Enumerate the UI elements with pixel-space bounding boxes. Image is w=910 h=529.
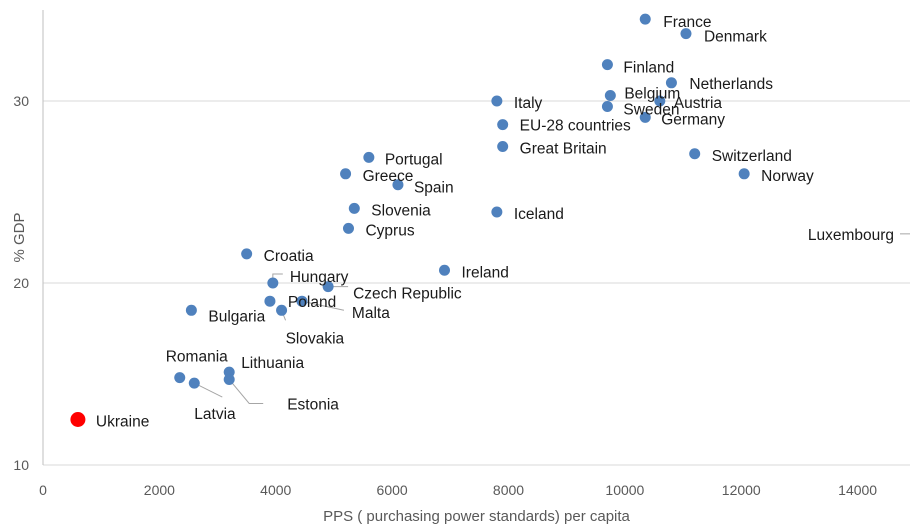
data-label-luxembourg: Luxembourg: [808, 227, 894, 244]
data-point-greece: [340, 168, 352, 180]
data-point-latvia: [188, 377, 200, 389]
data-point-ukraine: [70, 412, 86, 427]
data-label-austria: Austria: [674, 95, 723, 112]
data-point-italy: [491, 95, 503, 107]
data-label-great-britain: Great Britain: [520, 141, 607, 158]
data-point-great-britain: [497, 141, 509, 152]
gridlines: [43, 100, 910, 466]
data-label-slovakia: Slovakia: [286, 330, 345, 347]
x-tick-label: 2000: [144, 482, 175, 498]
data-point-denmark: [680, 28, 692, 40]
leader-line-malta: [301, 300, 345, 311]
data-label-estonia: Estonia: [287, 396, 339, 413]
data-label-switzerland: Switzerland: [712, 148, 792, 165]
data-label-italy: Italy: [514, 95, 543, 112]
data-label-eu-28-countries: EU-28 countries: [520, 118, 631, 135]
leader-line-estonia: [228, 379, 264, 404]
data-point-slovenia: [348, 202, 360, 214]
data-label-czech-republic: Czech Republic: [353, 286, 462, 303]
data-point-norway: [738, 168, 750, 180]
data-point-netherlands: [665, 77, 677, 89]
data-point-slovakia: [276, 304, 288, 316]
y-tick-label: 30: [13, 93, 29, 109]
data-labels: FranceDenmarkFinlandNetherlandsBelgiumAu…: [96, 14, 894, 430]
data-label-poland: Poland: [288, 294, 336, 311]
data-point-cyprus: [342, 222, 354, 234]
data-label-slovenia: Slovenia: [371, 202, 431, 219]
data-label-denmark: Denmark: [704, 29, 767, 46]
data-label-finland: Finland: [623, 60, 674, 77]
data-label-lithuania: Lithuania: [241, 355, 304, 372]
axes: 10 20 30 0 2000 4000 6000 8000 10000 12000 14000: [13, 10, 877, 498]
data-label-ireland: Ireland: [461, 264, 508, 281]
data-label-sweden: Sweden: [623, 101, 679, 118]
x-tick-label: 12000: [722, 482, 761, 498]
data-label-bulgaria: Bulgaria: [208, 308, 265, 325]
x-tick-label: 8000: [493, 482, 524, 498]
data-point-portugal: [363, 151, 375, 163]
y-tick-label: 10: [13, 457, 29, 473]
data-label-latvia: Latvia: [194, 406, 236, 423]
data-point-spain: [392, 179, 404, 191]
data-point-germany: [639, 111, 651, 123]
data-label-belgium: Belgium: [624, 86, 680, 103]
data-point-eu-28-countries: [497, 119, 509, 131]
data-point-ireland: [438, 264, 450, 276]
x-tick-label: 10000: [605, 482, 644, 498]
y-axis-title: % GDP: [11, 212, 28, 262]
data-label-france: France: [663, 14, 711, 31]
x-tick-label: 4000: [260, 482, 291, 498]
data-point-austria: [654, 95, 666, 107]
data-label-cyprus: Cyprus: [365, 222, 414, 239]
x-axis-title: PPS ( purchasing power standards) per ca…: [323, 508, 630, 525]
data-label-germany: Germany: [661, 111, 725, 128]
data-label-malta: Malta: [352, 305, 390, 322]
data-label-netherlands: Netherlands: [689, 76, 773, 93]
x-tick-label: 6000: [377, 482, 408, 498]
data-point-czech-republic: [322, 281, 334, 293]
data-point-belgium: [604, 90, 616, 102]
data-point-croatia: [241, 248, 253, 260]
data-label-hungary: Hungary: [290, 269, 349, 286]
x-tick-label: 14000: [838, 482, 877, 498]
data-point-bulgaria: [185, 304, 197, 316]
data-label-romania: Romania: [166, 349, 228, 366]
data-point-estonia: [223, 373, 235, 385]
data-label-spain: Spain: [414, 180, 454, 197]
data-point-malta: [296, 295, 308, 307]
data-point-france: [639, 13, 651, 25]
y-tick-label: 20: [13, 275, 29, 291]
data-point-switzerland: [689, 148, 701, 160]
data-label-croatia: Croatia: [264, 248, 314, 265]
data-label-portugal: Portugal: [385, 151, 443, 168]
data-label-iceland: Iceland: [514, 206, 564, 223]
data-label-norway: Norway: [761, 168, 814, 185]
data-point-iceland: [491, 206, 503, 218]
data-label-greece: Greece: [363, 168, 414, 185]
data-point-romania: [174, 372, 186, 384]
data-point-hungary: [267, 277, 279, 289]
data-points: [70, 13, 750, 427]
data-point-sweden: [601, 100, 613, 112]
data-label-ukraine: Ukraine: [96, 414, 149, 431]
data-point-finland: [601, 59, 613, 71]
x-tick-label: 0: [39, 482, 47, 498]
data-point-poland: [264, 295, 276, 307]
